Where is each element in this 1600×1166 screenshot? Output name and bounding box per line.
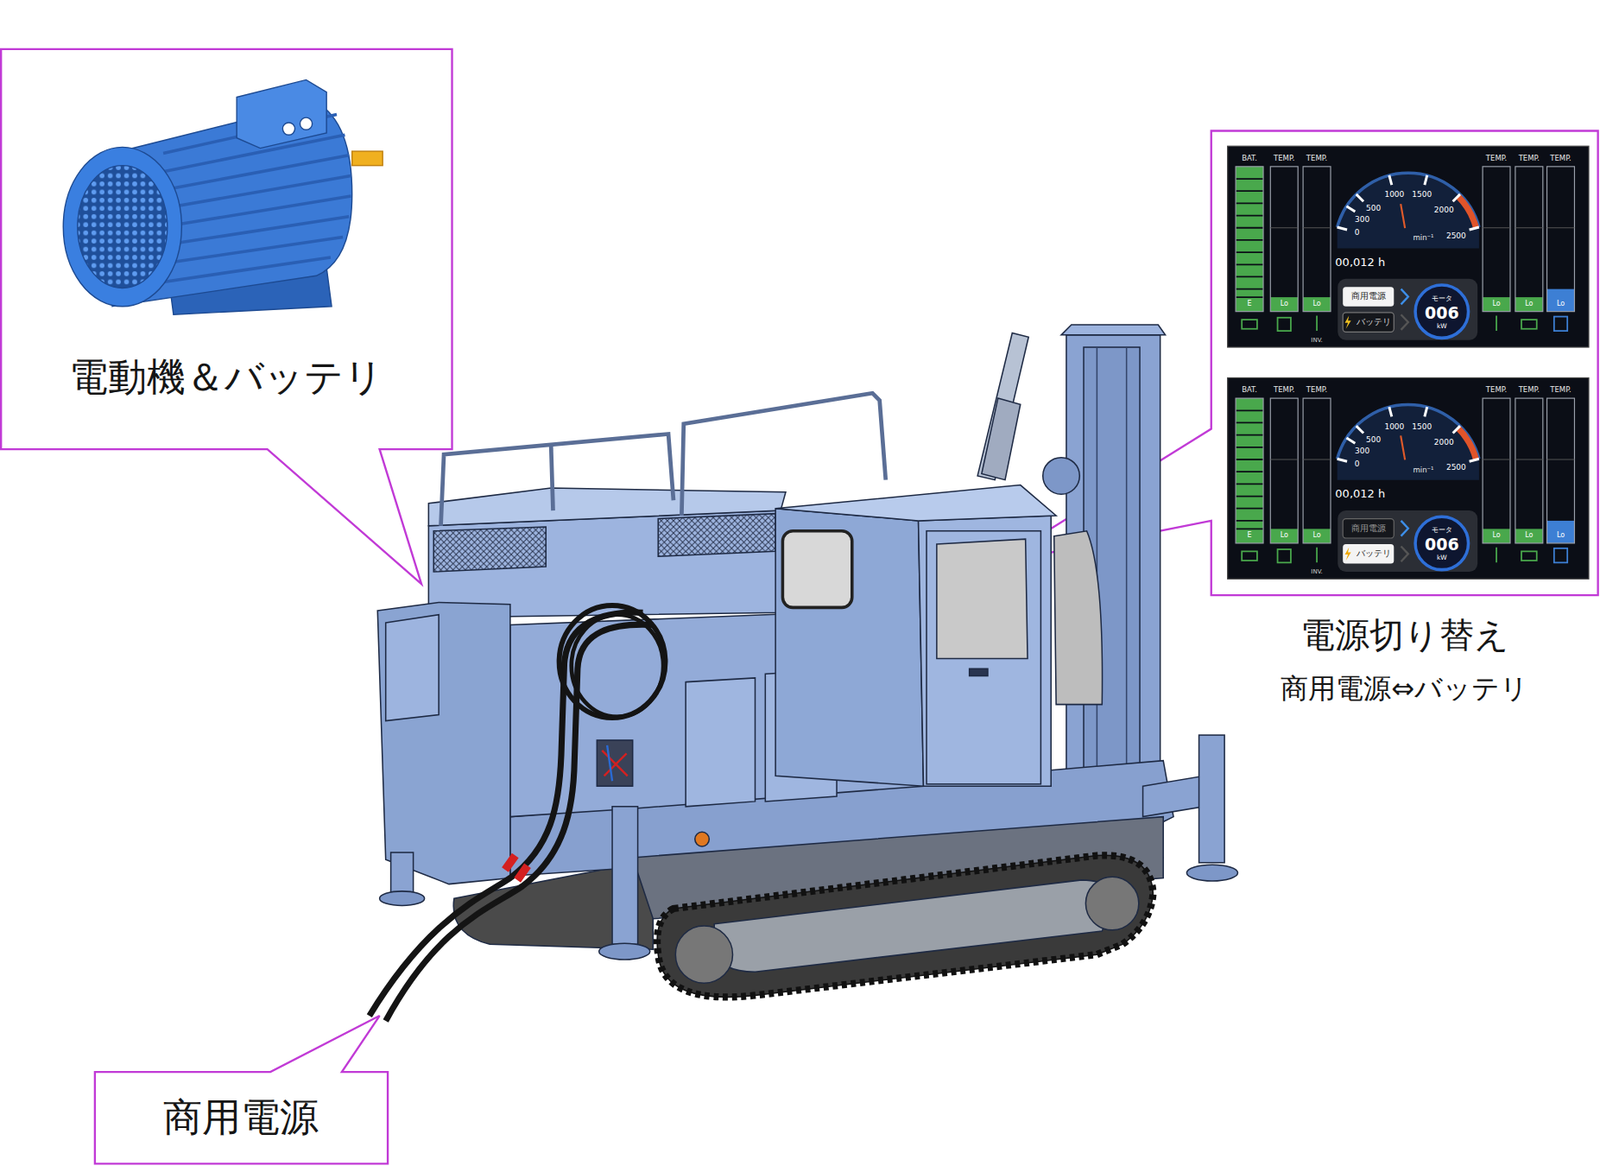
screen-label: Lo (1280, 531, 1289, 539)
screen-label: TEMP. (1306, 154, 1328, 163)
motor-illustration (63, 79, 383, 315)
screen-label: 商用電源 (1351, 524, 1386, 533)
callout-label: 電動機＆バッテリ (69, 355, 384, 399)
screen-label: 2000 (1434, 206, 1455, 215)
callout-label: 商用電源⇔バッテリ (1280, 673, 1529, 704)
screen-label: INV. (1310, 336, 1322, 343)
screen-label: 0 (1354, 460, 1360, 468)
callout-label: 電源切り替え (1300, 615, 1510, 654)
screen-label: TEMP. (1273, 154, 1295, 163)
screen-label: TEMP. (1518, 154, 1540, 163)
callout-box: 電動機＆バッテリ (0, 49, 452, 450)
display-screens (1227, 145, 1589, 579)
screen-label: 1500 (1411, 190, 1432, 199)
screen-label: Lo (1492, 300, 1500, 308)
screen-label: E (1247, 300, 1253, 308)
screen-label: 1000 (1384, 422, 1404, 431)
screen-label: TEMP. (1518, 385, 1540, 394)
screen-label: 商用電源 (1351, 291, 1386, 301)
screen-label: Lo (1524, 531, 1533, 539)
screen-label: 006 (1424, 303, 1460, 321)
screen-label: TEMP. (1273, 385, 1295, 394)
screen-label: モータ (1431, 526, 1453, 534)
screen-label: 300 (1354, 215, 1370, 224)
screen-label: min⁻¹ (1413, 233, 1435, 242)
callout-outline (0, 49, 1598, 1164)
screen-label: 2500 (1446, 463, 1467, 472)
callout-box: 商用電源 (94, 1071, 388, 1164)
screen-label: TEMP. (1549, 154, 1571, 163)
screen-label: 2500 (1446, 231, 1467, 240)
screen-label: 0 (1354, 227, 1360, 236)
screen-label: 1500 (1411, 422, 1432, 431)
screen-label: BAT. (1241, 385, 1258, 394)
screen-label: 500 (1366, 436, 1381, 444)
screen-label: TEMP. (1486, 154, 1507, 163)
screen-label: バッテリ (1356, 549, 1392, 558)
screen-label: Lo (1312, 300, 1321, 308)
screen-label: kW (1436, 555, 1448, 563)
screen-label: BAT. (1241, 154, 1258, 163)
screen-label: Lo (1312, 531, 1321, 539)
screen-label: INV. (1310, 568, 1322, 575)
screen-label: TEMP. (1549, 385, 1571, 394)
screen-label: Lo (1556, 531, 1565, 539)
callout-label: 商用電源 (163, 1095, 319, 1139)
screen-label: TEMP. (1306, 385, 1328, 394)
screen-label: Lo (1524, 300, 1533, 308)
screen-label: モータ (1431, 295, 1453, 303)
screen-label: 1000 (1384, 190, 1404, 199)
screen-label: 00,012 h (1334, 255, 1385, 267)
screen-label: 300 (1354, 447, 1370, 456)
screen-label: kW (1436, 322, 1448, 330)
screen-label: TEMP. (1486, 385, 1507, 394)
screen-label: バッテリ (1356, 317, 1392, 327)
screen-label: 006 (1424, 535, 1460, 552)
screen-label: 00,012 h (1334, 486, 1385, 499)
screen-label: Lo (1492, 531, 1500, 539)
screen-label: Lo (1280, 300, 1289, 308)
screen-label: 2000 (1434, 437, 1455, 446)
screen-label: min⁻¹ (1413, 465, 1435, 474)
screen-label: Lo (1556, 300, 1565, 308)
screen-label: E (1247, 531, 1253, 539)
screen-label: 500 (1366, 204, 1381, 213)
power-cable (369, 605, 666, 1021)
callout-box: 電源切り替え商用電源⇔バッテリ (1211, 130, 1599, 595)
